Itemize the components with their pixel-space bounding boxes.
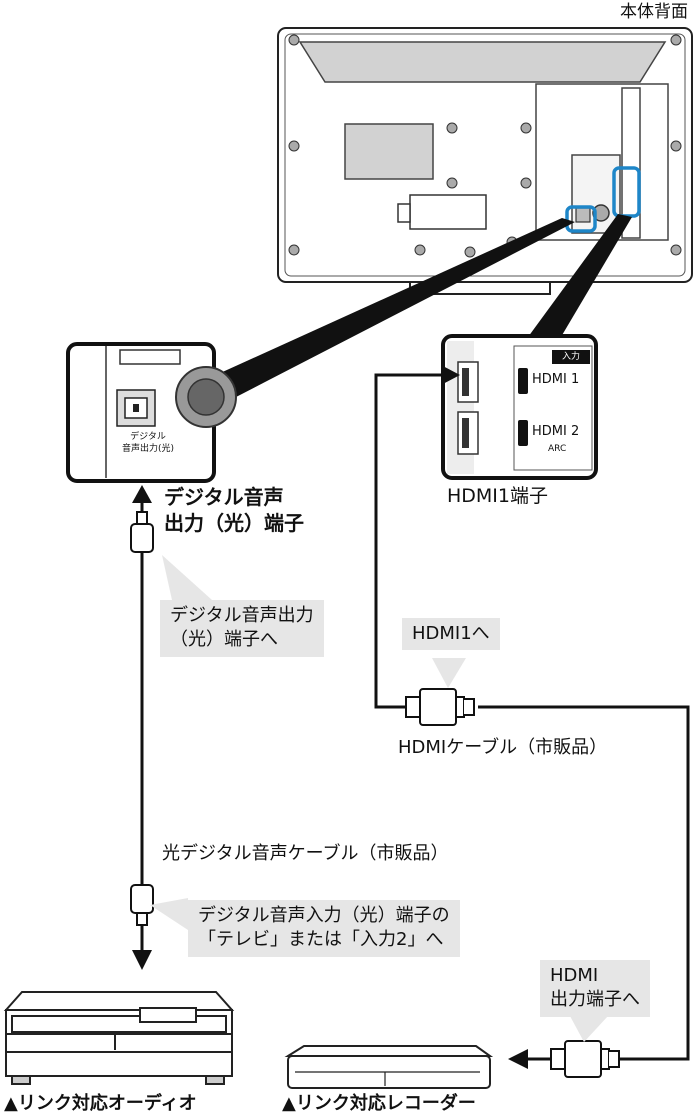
hdmi2-port-label: HDMI 2 — [532, 424, 580, 439]
optical-closeup-inset — [66, 342, 237, 483]
hdmi1-port-label: HDMI 1 — [532, 372, 580, 387]
hdmi-input-badge: 入力 — [561, 352, 580, 362]
audio-device-label: ▲リンク対応オーディオ — [4, 1093, 197, 1114]
hdmi-out-callout-pointer — [570, 1016, 608, 1042]
hdmi-plug-recorder-side — [550, 1040, 620, 1078]
audio-in-callout-pointer — [150, 898, 188, 930]
to-audio-in-callout: デジタル音声入力（光）端子の 「テレビ」または「入力2」へ — [188, 900, 460, 957]
to-audio-in-callout-line2: 「テレビ」または「入力2」へ — [198, 929, 444, 951]
optical-terminal-label-line1: デジタル音声 — [164, 485, 284, 509]
to-hdmi1-callout: HDMI1へ — [402, 618, 500, 651]
hdmi-cable-label: HDMIケーブル（市販品） — [398, 737, 608, 758]
to-hdmi-out-callout: HDMI 出力端子へ — [540, 960, 650, 1017]
to-hdmi-out-callout-line2: 出力端子へ — [550, 989, 640, 1011]
hdmi2-arc-label: ARC — [548, 444, 567, 454]
hdmi-plug-tv-side — [405, 688, 475, 726]
audio-down-arrowhead — [132, 950, 152, 970]
optical-plug-top — [130, 511, 154, 553]
optical-terminal-label-line2: 出力（光）端子 — [164, 511, 304, 535]
recorder-arrowhead — [508, 1049, 528, 1069]
hdmi1-arrowhead — [441, 365, 460, 385]
recorder-illustration — [284, 1045, 494, 1089]
optical-callout-pointer — [162, 555, 212, 600]
to-hdmi-out-callout-line1: HDMI — [550, 965, 599, 986]
optical-up-arrowhead — [132, 485, 152, 503]
hdmi1-terminal-label: HDMI1端子 — [447, 485, 549, 507]
optical-port-label-line2: 音声出力(光) — [121, 444, 175, 454]
to-optical-out-callout: デジタル音声出力 （光）端子へ — [160, 600, 324, 657]
hdmi1-callout-pointer — [432, 658, 466, 688]
recorder-device-label: ▲リンク対応レコーダー — [282, 1093, 476, 1114]
optical-plug-bottom — [130, 884, 154, 926]
to-audio-in-callout-line1: デジタル音声入力（光）端子の — [198, 905, 450, 926]
optical-cable-label: 光デジタル音声ケーブル（市販品） — [162, 843, 449, 864]
hdmi-zoom-beam — [520, 214, 632, 348]
to-optical-out-callout-line1: デジタル音声出力 — [170, 605, 314, 626]
tv-rear-panel — [277, 27, 693, 295]
optical-zoom-beam — [196, 218, 575, 413]
to-optical-out-callout-line2: （光）端子へ — [170, 629, 278, 651]
tv-rear-label: 本体背面 — [620, 2, 688, 22]
optical-port-label-line1: デジタル — [130, 432, 166, 442]
audio-device-illustration — [3, 991, 235, 1085]
hdmi-closeup-inset — [441, 334, 598, 480]
